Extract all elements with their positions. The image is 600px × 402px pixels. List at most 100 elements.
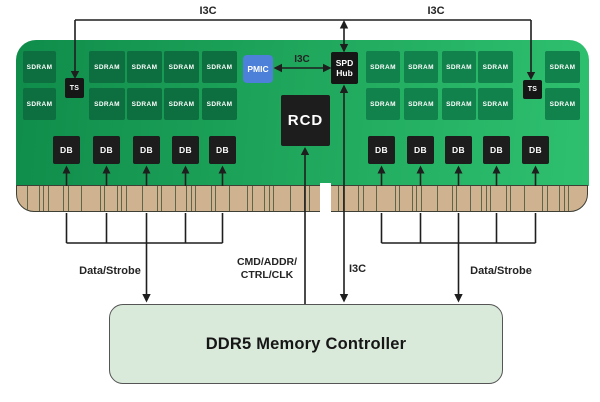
cmd-addr-ctrl-clk-label: CMD/ADDR/ CTRL/CLK [237, 256, 297, 281]
data-strobe-label-left: Data/Strobe [79, 265, 141, 277]
sdram-chip: SDRAM [545, 88, 580, 120]
sdram-chip-label: SDRAM [482, 63, 509, 71]
controller-label: DDR5 Memory Controller [205, 334, 407, 353]
connector-pin [190, 186, 192, 211]
connector-pin [104, 186, 105, 211]
sdram-chip: SDRAM [202, 51, 237, 83]
connector-pin [268, 186, 270, 211]
ts-temperature-sensor-label: TS [527, 86, 538, 93]
connector-pin [568, 186, 569, 211]
connector-pin [81, 186, 82, 211]
ts-temperature-sensor-label: TS [69, 84, 80, 92]
db-data-buffer: DB [407, 136, 434, 164]
spd-hub-label: Hub [336, 68, 353, 78]
connector-pin [156, 186, 158, 211]
sdram-chip-label: SDRAM [370, 63, 396, 71]
connector-pin [437, 186, 438, 211]
connector-pin [469, 186, 471, 211]
sdram-chip: SDRAM [127, 51, 162, 83]
connector-pin [481, 186, 482, 211]
sdram-chip-label: SDRAM [482, 100, 509, 108]
sdram-chip-label: SDRAM [168, 100, 195, 108]
pmic-chip-label: PMIC [247, 64, 269, 74]
sdram-chip-label: SDRAM [408, 100, 434, 108]
ts-temperature-sensor: TS [523, 80, 542, 99]
connector-pin [273, 186, 274, 211]
sdram-chip-label: SDRAM [26, 63, 53, 71]
db-data-buffer: DB [53, 136, 80, 164]
connector-pin [67, 186, 69, 211]
connector-pin [38, 186, 40, 211]
connector-pin [358, 186, 359, 211]
db-data-buffer: DB [209, 136, 236, 164]
connector-pin [215, 186, 216, 211]
connector-pin [121, 186, 122, 211]
db-data-buffer-label: DB [100, 145, 113, 155]
edge-connector [16, 185, 588, 212]
connector-pin [451, 186, 453, 211]
db-data-buffer: DB [445, 136, 472, 164]
db-data-buffer: DB [483, 136, 510, 164]
connector-pin [99, 186, 101, 211]
connector-pin [456, 186, 457, 211]
sdram-chip-label: SDRAM [446, 63, 472, 71]
connector-pin [27, 186, 28, 211]
pmic-chip: PMIC [243, 55, 273, 83]
db-data-buffer-label: DB [140, 145, 153, 155]
connector-pin [247, 186, 248, 211]
sdram-chip-label: SDRAM [131, 100, 158, 108]
sdram-chip: SDRAM [23, 88, 56, 120]
connector-pin [559, 186, 560, 211]
sdram-chip: SDRAM [404, 88, 438, 120]
connector-pin [289, 186, 291, 211]
connector-pin [510, 186, 511, 211]
connector-pin [342, 186, 344, 211]
connector-pin [251, 186, 253, 211]
connector-pin [308, 186, 310, 211]
connector-pin [485, 186, 487, 211]
connector-pin [125, 186, 127, 211]
connector-pin [411, 186, 413, 211]
db-data-buffer-label: DB [60, 145, 73, 155]
connector-pin [304, 186, 305, 211]
sdram-chip-label: SDRAM [206, 100, 233, 108]
db-data-buffer-label: DB [490, 145, 503, 155]
connector-pin [490, 186, 491, 211]
connector-pin [505, 186, 507, 211]
sdram-chip: SDRAM [202, 88, 237, 120]
connector-pin [161, 186, 162, 211]
ts-temperature-sensor: TS [65, 78, 84, 98]
connector-pin [43, 186, 44, 211]
connector-pin [394, 186, 396, 211]
connector-pin [195, 186, 196, 211]
sdram-chip-label: SDRAM [549, 100, 576, 108]
sdram-chip-label: SDRAM [168, 63, 195, 71]
sdram-chip-label: SDRAM [408, 63, 434, 71]
cmd-addr-line1: CMD/ADDR/ [236, 256, 298, 268]
db-data-buffer-label: DB [452, 145, 465, 155]
sdram-chip-label: SDRAM [94, 63, 120, 71]
db-data-buffer-label: DB [375, 145, 388, 155]
connector-pin [362, 186, 364, 211]
db-data-buffer: DB [133, 136, 160, 164]
connector-pin [210, 186, 212, 211]
db-data-buffer: DB [93, 136, 120, 164]
db-data-buffer-label: DB [529, 145, 542, 155]
connector-pin [523, 186, 525, 211]
connector-pin [142, 186, 143, 211]
sdram-chip-label: SDRAM [446, 100, 472, 108]
db-data-buffer: DB [522, 136, 549, 164]
connector-pin [546, 186, 548, 211]
sdram-chip-label: SDRAM [26, 100, 53, 108]
connector-pin [186, 186, 187, 211]
i3c-label-top-left: I3C [199, 5, 217, 17]
sdram-chip: SDRAM [89, 88, 125, 120]
sdram-chip: SDRAM [164, 51, 199, 83]
connector-pin [174, 186, 176, 211]
sdram-chip-label: SDRAM [206, 63, 233, 71]
db-data-buffer-label: DB [414, 145, 427, 155]
db-data-buffer-label: DB [179, 145, 192, 155]
